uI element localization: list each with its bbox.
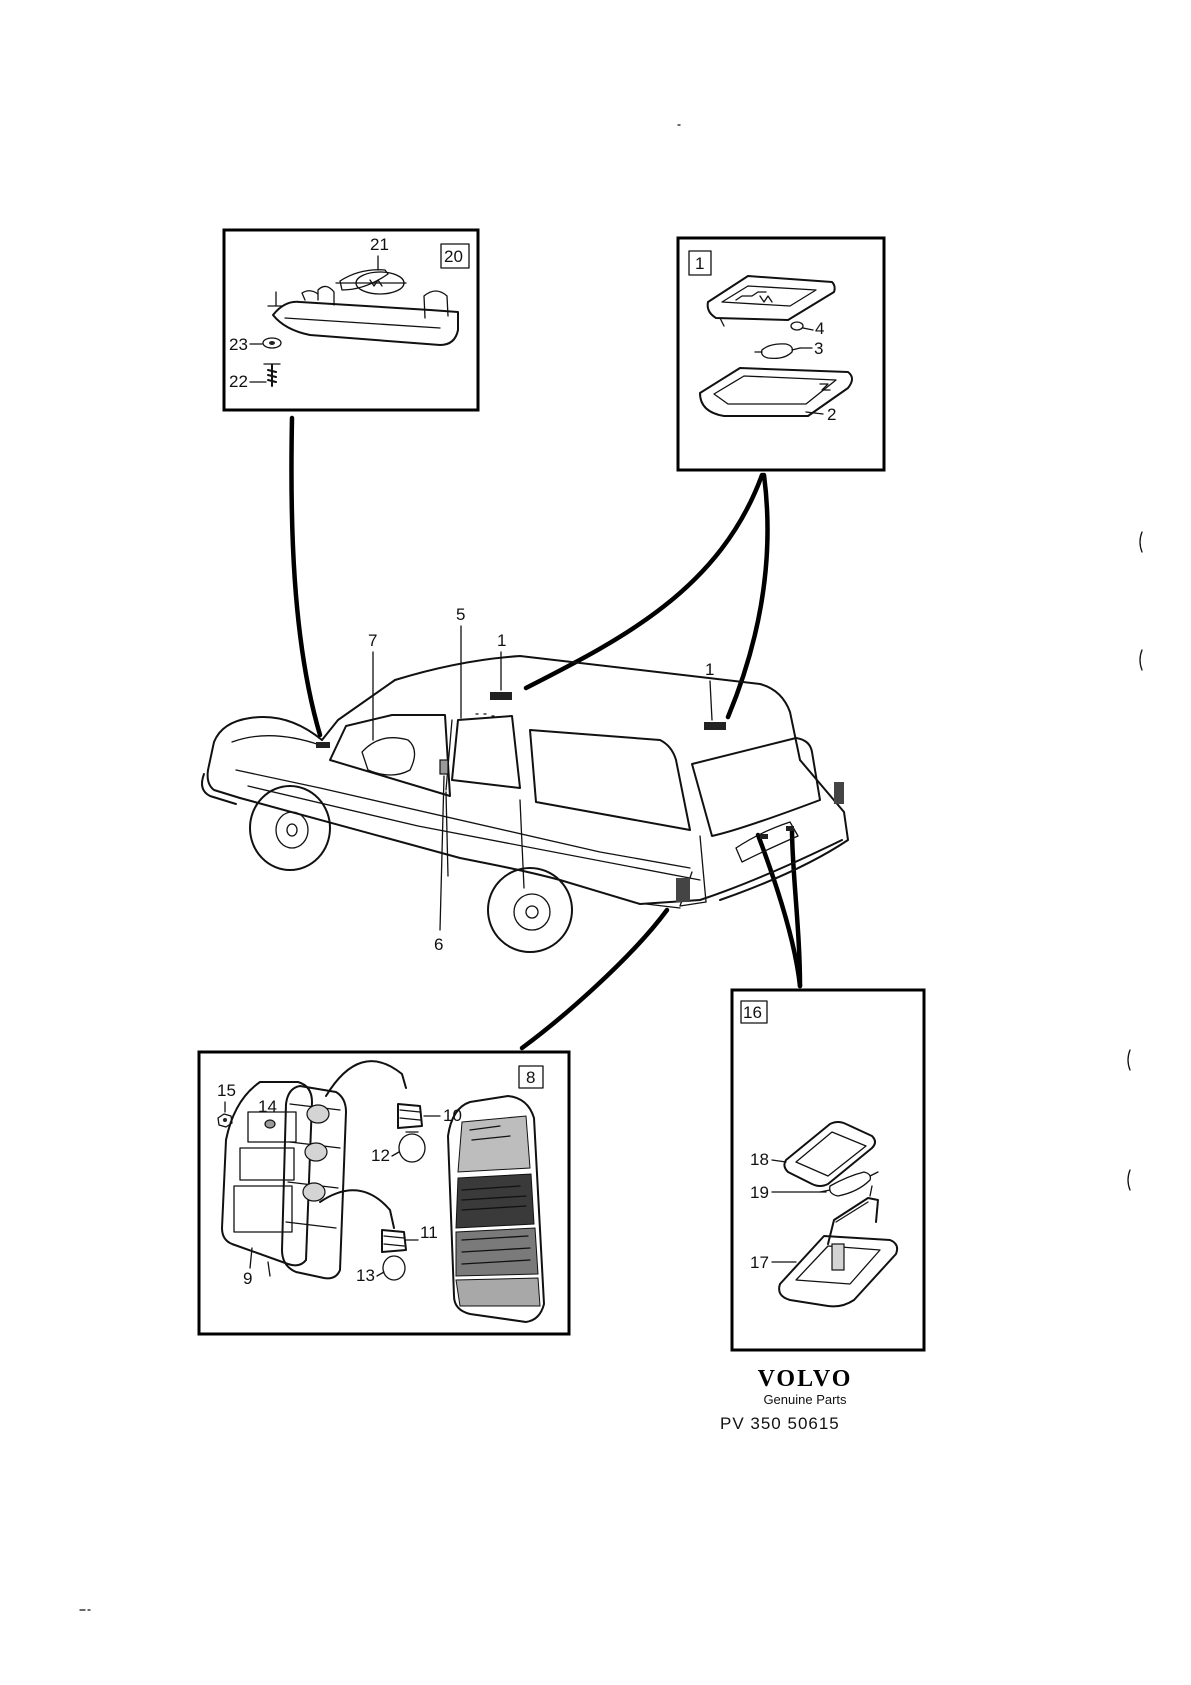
car-roof xyxy=(394,655,801,761)
car-hood xyxy=(206,716,323,799)
roof-lamp-lens xyxy=(699,367,853,417)
volvo-logo: VOLVO xyxy=(757,1366,853,1392)
tailgate-window xyxy=(691,737,821,837)
scan-specks xyxy=(79,124,1143,1611)
callout-15: 15 xyxy=(217,1081,236,1100)
leader-plate-lamp-b xyxy=(789,827,803,989)
box-number-frame xyxy=(740,1000,768,1024)
callout-3: 3 xyxy=(814,339,823,358)
callout-22: 22 xyxy=(229,372,248,391)
car-rear xyxy=(719,759,849,901)
bulb-socket-lower xyxy=(381,1229,407,1253)
box-number-20: 20 xyxy=(444,247,463,266)
callout-4: 4 xyxy=(815,319,824,338)
callout-18: 18 xyxy=(750,1150,769,1169)
plate-lamp-bulb xyxy=(829,1171,872,1197)
number-plate-recess xyxy=(735,821,799,863)
bulb-socket-upper xyxy=(397,1103,423,1129)
roof-lamp-mark-front xyxy=(490,692,512,700)
washer xyxy=(262,337,282,349)
callout-6: 6 xyxy=(434,935,443,954)
screw xyxy=(267,364,277,387)
steering-wheel xyxy=(361,737,416,776)
bulb-lower xyxy=(382,1255,406,1281)
callout-5: 5 xyxy=(456,605,465,624)
callout-19: 19 xyxy=(750,1183,769,1202)
door-switch xyxy=(439,759,449,775)
callout-17: 17 xyxy=(750,1253,769,1272)
wire-upper xyxy=(325,1060,407,1097)
nut xyxy=(217,1113,233,1128)
front-wheel xyxy=(249,785,331,871)
callout-14: 14 xyxy=(258,1097,277,1116)
callout-1-rear: 1 xyxy=(705,660,714,679)
plate-lamp-gasket xyxy=(783,1121,876,1187)
leader-roof-lamp-rear xyxy=(725,472,770,720)
roof-lamp-body xyxy=(706,275,836,321)
leader-roof-lamp-front xyxy=(523,472,765,691)
windscreen xyxy=(329,714,451,797)
box-number-frame xyxy=(440,243,470,269)
part-number: PV 350 50615 xyxy=(720,1414,840,1433)
callout-13: 13 xyxy=(356,1266,375,1285)
box-number-frame xyxy=(518,1065,544,1089)
callout-12: 12 xyxy=(371,1146,390,1165)
leader-tail-lamp xyxy=(519,907,670,1051)
box-number-8: 8 xyxy=(526,1068,535,1087)
front-bumper xyxy=(201,773,237,805)
wire-lower xyxy=(319,1189,395,1229)
lamp-housing xyxy=(272,300,459,346)
callout-2: 2 xyxy=(827,405,836,424)
volvo-brand-block: VOLVO Genuine Parts xyxy=(700,1366,910,1408)
tail-lamp-box: 8 15 14 9 10 12 xyxy=(197,1050,571,1336)
car-body-side xyxy=(239,797,843,905)
bulb-holder-plate xyxy=(281,1085,347,1280)
callout-11: 11 xyxy=(420,1223,438,1242)
callout-1-front: 1 xyxy=(497,631,506,650)
leader-lines xyxy=(289,415,803,1051)
interior-lamp-box: 20 21 23 22 xyxy=(222,228,480,412)
plate-lamp-box: 16 18 19 17 xyxy=(730,988,926,1352)
box-number-frame xyxy=(688,250,712,276)
roof-lamp-bulb xyxy=(760,343,794,360)
rear-window xyxy=(529,729,691,831)
callout-9: 9 xyxy=(243,1269,252,1288)
front-door-window xyxy=(451,715,521,789)
clip xyxy=(790,321,804,331)
tail-light-left xyxy=(676,878,690,902)
plate-lamp-housing xyxy=(778,1235,899,1308)
tail-lamp-lens xyxy=(447,1095,545,1323)
callout-23: 23 xyxy=(229,335,248,354)
estate-car: 7 5 1 1 6 xyxy=(201,605,849,954)
roof-lamp-mark-rear xyxy=(704,722,726,730)
interior-lamp-mark xyxy=(316,742,330,748)
callout-7: 7 xyxy=(368,631,377,650)
box-number-16: 16 xyxy=(743,1003,762,1022)
leader-interior-lamp xyxy=(289,415,323,738)
roof-lamp-box: 1 4 3 2 xyxy=(676,236,886,472)
brand-tagline: Genuine Parts xyxy=(763,1392,847,1407)
box-number-1: 1 xyxy=(695,254,704,273)
festoon-bulb xyxy=(339,269,389,291)
rear-wheel xyxy=(487,867,573,953)
callout-21: 21 xyxy=(370,235,389,254)
tail-light-right xyxy=(834,782,844,804)
bulb-upper xyxy=(398,1133,426,1163)
